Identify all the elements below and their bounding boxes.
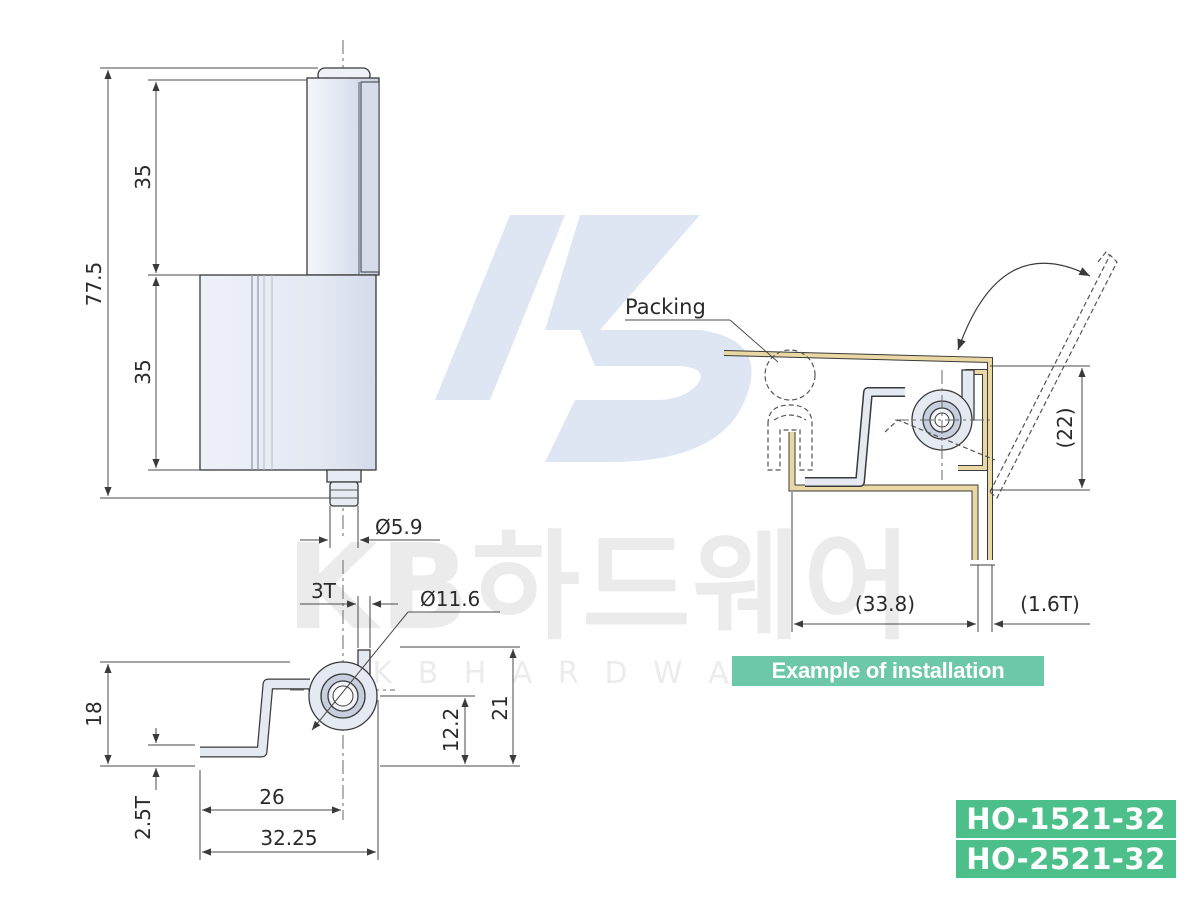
dim-sheet-thickness: (1.6T) [1020, 592, 1080, 616]
model-code-2: HO-2521-32 [956, 840, 1176, 878]
dim-height: 18 [82, 701, 106, 726]
kb-logo [435, 215, 752, 462]
dim-install-height: (22) [1053, 407, 1077, 448]
dim-plate-thickness: 2.5T [131, 795, 155, 840]
side-view: 3T Ø11.6 18 2.5T 12.2 21 26 32.25 [82, 560, 520, 860]
front-view: 77.5 35 35 Ø5.9 [82, 40, 440, 548]
model-code-1: HO-1521-32 [956, 800, 1176, 838]
watermark: KB하드웨어 K B H A R D W A R E [286, 215, 912, 691]
dim-lower: 35 [131, 359, 155, 384]
dim-center-height: 12.2 [439, 708, 463, 753]
dim-install-width: (33.8) [855, 592, 915, 616]
dim-total-height: 77.5 [82, 262, 106, 307]
dim-pin-diameter: Ø5.9 [375, 515, 423, 539]
dim-center-offset: 26 [259, 785, 284, 809]
dim-upper: 35 [131, 164, 155, 189]
dim-overall-width: 32.25 [260, 826, 317, 850]
dim-barrel-diameter: Ø11.6 [420, 587, 480, 611]
packing-label: Packing [625, 295, 706, 319]
dim-overall-height: 21 [488, 695, 512, 720]
installation-view: Packing (22) (33.8) (1.6T) [625, 251, 1118, 632]
installation-caption: Example of installation [732, 656, 1044, 686]
dim-thickness: 3T [311, 579, 337, 603]
